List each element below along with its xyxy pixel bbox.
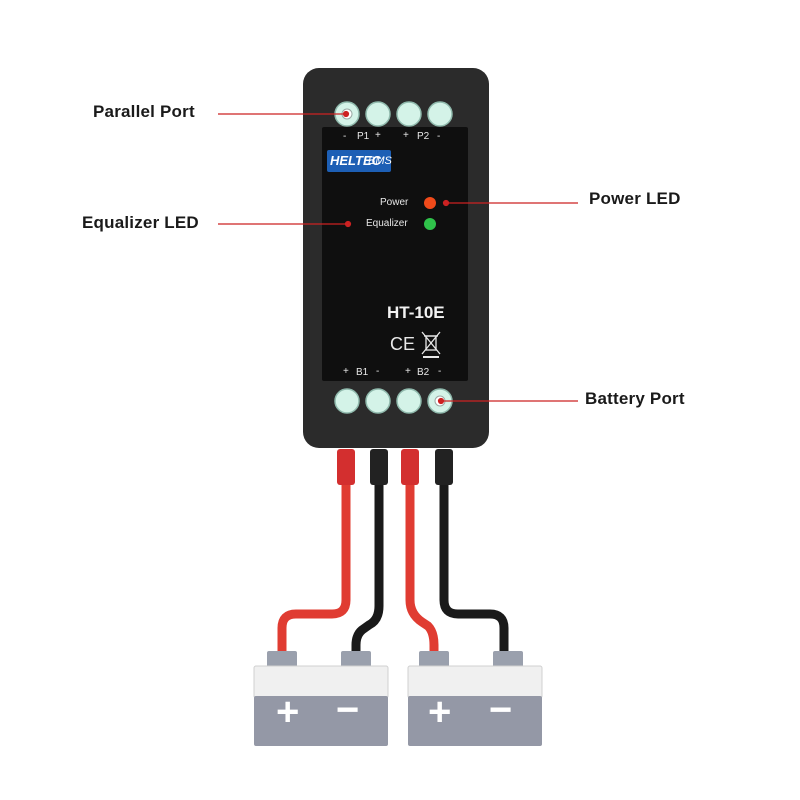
callout-battery-port: Battery Port [585, 389, 685, 408]
wire-b1-positive [277, 475, 351, 665]
terminal-p2-positive [396, 101, 422, 127]
equalizer-led-indicator [424, 218, 436, 230]
wires [277, 475, 509, 665]
terminal-b2-positive [396, 388, 422, 414]
battery-2-positive-post [419, 651, 449, 669]
terminal-p1-positive [365, 101, 391, 127]
terminal-b1-positive [334, 388, 360, 414]
connector-b1-positive [337, 449, 355, 485]
brand-secondary: BMS [368, 155, 392, 167]
weee-bin-icon [421, 331, 441, 358]
battery-1 [253, 651, 389, 746]
label-p1-negative: - [343, 131, 347, 142]
wire-b1-negative [351, 475, 384, 665]
label-b1-positive: + [343, 366, 349, 377]
battery-1-positive-post [267, 651, 297, 669]
label-b2-negative: - [438, 366, 442, 377]
terminal-p2-negative [427, 101, 453, 127]
wire-connectors [337, 449, 453, 485]
label-b1: B1 [356, 367, 369, 378]
connector-b2-positive [401, 449, 419, 485]
heltec-bms-logo: HELTEC BMS [327, 150, 392, 172]
label-p1-positive: + [375, 130, 381, 141]
battery-2 [407, 651, 543, 746]
battery-1-positive-symbol: + [276, 690, 300, 734]
equalizer-led-label: Equalizer [366, 218, 408, 229]
label-p2: P2 [417, 131, 430, 142]
wire-b2-positive [405, 475, 439, 665]
battery-2-negative-symbol: − [489, 688, 513, 732]
label-b2: B2 [417, 367, 430, 378]
ce-mark: CE [390, 334, 416, 354]
connector-b2-negative [435, 449, 453, 485]
callout-equalizer-led: Equalizer LED [82, 213, 199, 232]
battery-2-body [408, 696, 542, 746]
callout-parallel-port: Parallel Port [93, 102, 195, 121]
model-number: HT-10E [387, 303, 445, 322]
label-p2-positive: + [403, 130, 409, 141]
wire-b2-negative [439, 475, 509, 665]
callout-power-led: Power LED [589, 189, 681, 208]
battery-1-negative-post [341, 651, 371, 669]
battery-1-top [253, 665, 389, 699]
battery-1-negative-symbol: − [336, 688, 360, 732]
connector-b1-negative [370, 449, 388, 485]
leader-lines [218, 110, 578, 405]
power-led-label: Power [380, 197, 409, 208]
device-panel [322, 127, 468, 381]
label-b1-negative: - [376, 366, 380, 377]
battery-1-body [254, 696, 388, 746]
label-b2-positive: + [405, 366, 411, 377]
battery-2-negative-post [493, 651, 523, 669]
label-p1: P1 [357, 131, 370, 142]
battery-2-positive-symbol: + [428, 690, 452, 734]
power-led-indicator [424, 197, 436, 209]
terminal-b1-negative [365, 388, 391, 414]
brand-primary: HELTEC [330, 153, 382, 168]
label-p2-negative: - [437, 131, 441, 142]
bottom-terminals [334, 388, 453, 414]
